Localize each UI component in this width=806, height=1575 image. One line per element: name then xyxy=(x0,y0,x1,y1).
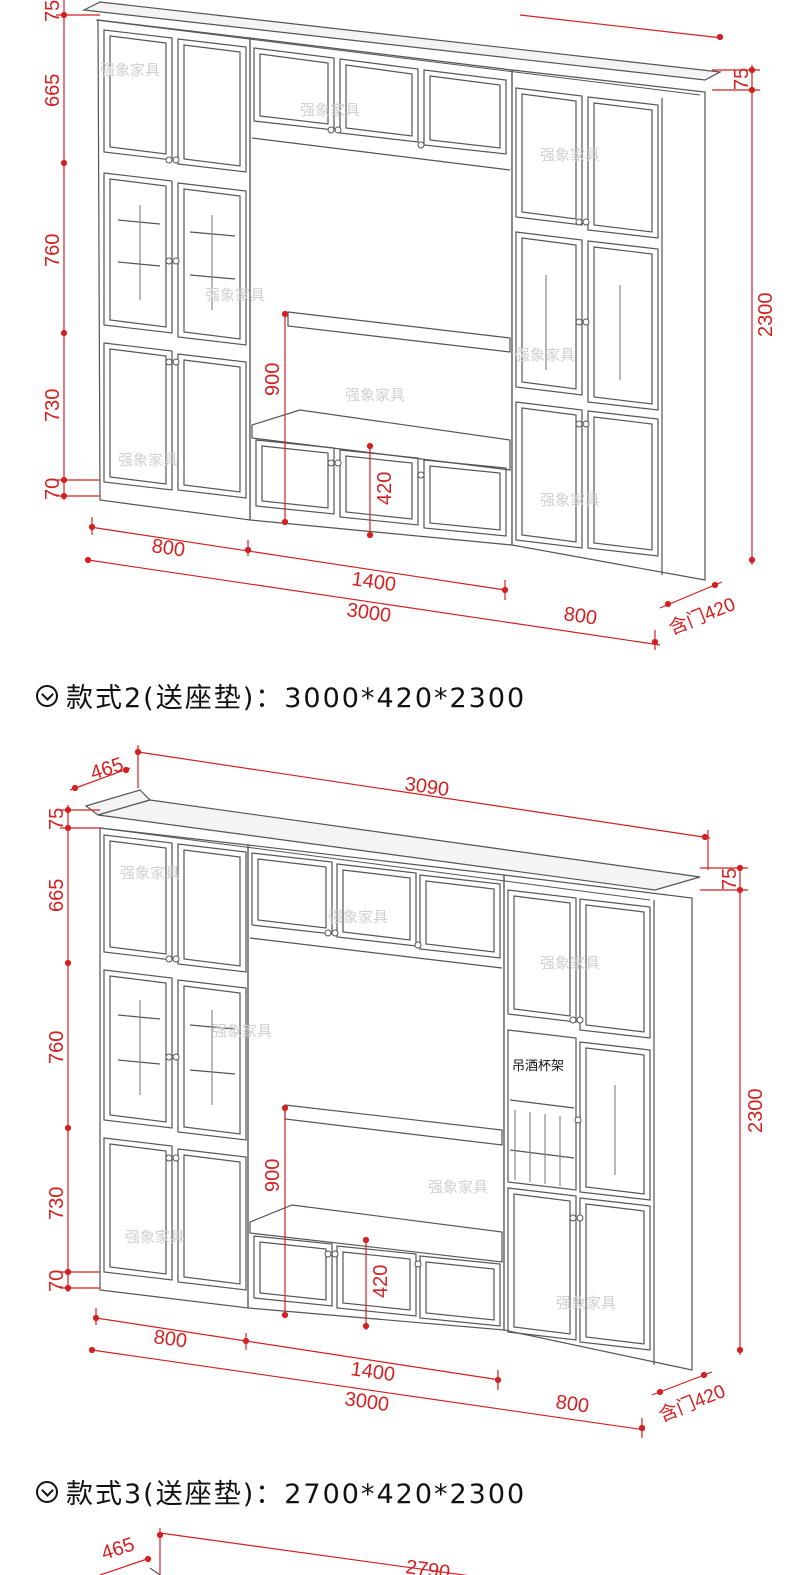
dim-width-right: 800 xyxy=(554,1391,590,1417)
dim-top-depth: 465 xyxy=(99,1534,138,1565)
watermark: 强象家具 xyxy=(212,1022,272,1040)
cabinet-drawing-2: 吊酒杯架 强象家具 强象家具 强象家具 强象家具 强象家具 强象家具 强象家具 xyxy=(46,745,767,1438)
dim-height-middle: 760 xyxy=(42,234,64,267)
watermark: 强象家具 xyxy=(328,908,388,926)
cabinet-drawing-3-partial: 465 2790 xyxy=(99,1528,469,1575)
chevron-circle-icon xyxy=(36,684,58,707)
dim-height-middle: 760 xyxy=(46,1031,68,1064)
right-cabinet xyxy=(503,874,693,1371)
watermark: 强象家具 xyxy=(125,1228,185,1246)
dim-width-left: 800 xyxy=(152,1326,188,1352)
dim-height-plinth: 70 xyxy=(42,478,64,500)
dim-base-height: 420 xyxy=(370,1265,392,1298)
dim-tv-height: 900 xyxy=(262,1159,284,1192)
style-2-heading-text: 款式2(送座垫)：3000*420*2300 xyxy=(66,683,527,714)
left-cabinet xyxy=(97,19,251,521)
cabinet-drawing-1: 强象家具 强象家具 强象家具 强象家具 强象家具 强象家具 强象家具 强象家具 … xyxy=(42,0,777,650)
watermark: 强象家具 xyxy=(100,61,160,79)
watermark: 强象家具 xyxy=(556,1294,616,1312)
dim-total-height: 2300 xyxy=(755,293,777,338)
watermark: 强象家具 xyxy=(540,954,600,972)
dim-width-left: 800 xyxy=(150,535,186,561)
dim-top-width: 3090 xyxy=(403,773,450,801)
dim-height-cornice: 75 xyxy=(46,808,68,830)
wine-glass-rack-label: 吊酒杯架 xyxy=(512,1059,564,1074)
dim-height-lower: 730 xyxy=(46,1187,68,1220)
chevron-circle-icon xyxy=(36,1480,58,1503)
dim-width-middle: 1400 xyxy=(349,1358,396,1386)
watermark: 强象家具 xyxy=(345,386,405,404)
dimension-lines-1 xyxy=(56,0,760,650)
dim-height-upper: 665 xyxy=(42,74,64,107)
dim-depth: 含门420 xyxy=(666,593,739,640)
watermark: 强象家具 xyxy=(118,451,178,469)
watermark: 强象家具 xyxy=(428,1178,488,1196)
dim-top-depth: 465 xyxy=(88,754,127,785)
watermark: 强象家具 xyxy=(540,491,600,509)
dim-height-upper: 665 xyxy=(46,879,68,912)
watermark: 强象家具 xyxy=(300,101,360,119)
style-2-heading: 款式2(送座垫)：3000*420*2300 xyxy=(36,676,526,715)
watermark: 强象家具 xyxy=(540,146,600,164)
right-cabinet xyxy=(511,69,706,581)
dim-cornice-right: 75 xyxy=(719,868,741,890)
dim-top-width: 2790 xyxy=(404,1556,451,1575)
dim-depth: 含门420 xyxy=(656,1380,729,1427)
dimension-lines-2 xyxy=(60,745,748,1438)
dim-width-total: 3000 xyxy=(345,599,392,627)
dim-cornice-right: 75 xyxy=(731,68,753,90)
watermark: 强象家具 xyxy=(515,346,575,364)
dim-tv-height: 900 xyxy=(262,363,284,396)
dim-total-height: 2300 xyxy=(745,1089,767,1134)
dim-height-lower: 730 xyxy=(42,389,64,422)
dim-width-right: 800 xyxy=(562,603,598,629)
tv-section xyxy=(249,37,513,546)
dim-base-height: 420 xyxy=(374,472,396,505)
watermark: 强象家具 xyxy=(120,864,180,882)
style-3-heading: 款式3(送座垫)：2700*420*2300 xyxy=(36,1472,526,1511)
dim-height-cornice: 75 xyxy=(42,0,64,22)
style-3-heading-text: 款式3(送座垫)：2700*420*2300 xyxy=(66,1479,527,1510)
dim-height-plinth: 70 xyxy=(46,1270,68,1292)
watermark: 强象家具 xyxy=(205,286,265,304)
